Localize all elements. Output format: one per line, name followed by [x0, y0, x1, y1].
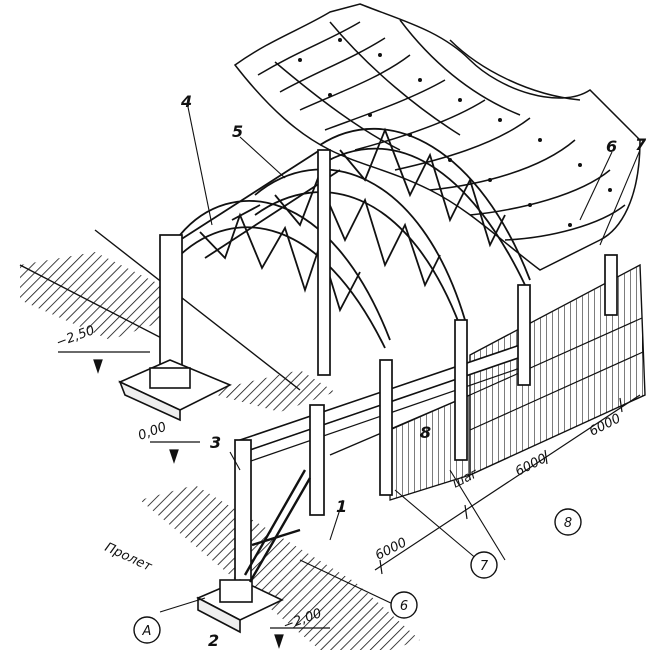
bay-2-dimension: 6000	[513, 451, 549, 479]
dimension-line	[374, 394, 641, 575]
circle-8-text: 8	[564, 516, 572, 531]
circle-6	[390, 591, 418, 619]
column-front-right-2	[309, 404, 325, 516]
column-mid-3	[517, 284, 531, 386]
leader-lines	[159, 106, 641, 613]
circle-7-text: 7	[480, 559, 489, 574]
column-mid-2	[454, 319, 468, 461]
column-front-left	[159, 234, 183, 376]
label-7-top: 7	[635, 135, 647, 154]
column-center	[317, 149, 331, 376]
label-2: 2	[208, 631, 219, 650]
columns	[159, 149, 618, 591]
axis-a-text: A	[142, 624, 152, 639]
circled-callouts	[133, 508, 582, 644]
label-5: 5	[232, 122, 243, 141]
vertical-bracing	[243, 469, 312, 583]
roof-panels	[233, 3, 641, 271]
label-6-top: 6	[606, 137, 617, 156]
label-8-inside: 8	[420, 423, 431, 442]
column-back	[604, 254, 618, 316]
ground-hatch	[19, 229, 420, 650]
circle-8	[554, 508, 582, 536]
longitudinal-wall	[329, 263, 646, 501]
circle-6-text: 6	[400, 599, 408, 614]
column-mid-1	[379, 359, 393, 496]
span-label: Пролет	[102, 540, 154, 575]
elevation-marks	[58, 351, 330, 649]
label-3: 3	[210, 433, 221, 452]
label-4: 4	[180, 92, 192, 111]
elevation-upper: −2,50	[54, 323, 97, 351]
circle-axis-a	[133, 616, 161, 644]
elevation-ground: 0,00	[136, 420, 168, 444]
roof-trusses	[179, 127, 531, 349]
label-1: 1	[336, 497, 347, 516]
circle-7	[470, 551, 498, 579]
foundations	[118, 359, 284, 634]
